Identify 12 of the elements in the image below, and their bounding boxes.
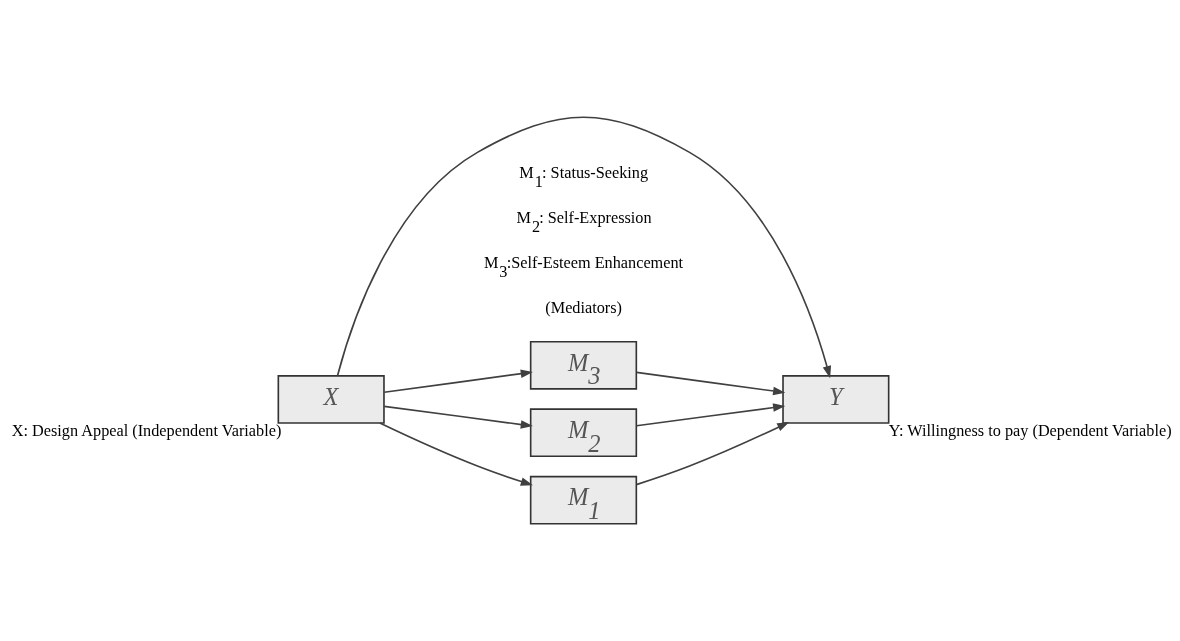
node-label: X: Design Appeal (Independent Variable): [11, 421, 282, 440]
node-box: Y: [782, 375, 890, 424]
node-box: X: [277, 375, 385, 424]
arrow: [635, 422, 790, 486]
label: (Mediators): [545, 299, 623, 318]
arrow: [336, 116, 832, 379]
arrow: [383, 405, 533, 429]
node-label: Y: Willingness to pay (Dependent Variable): [888, 421, 1172, 440]
arrow: [635, 371, 786, 396]
arrow: [379, 422, 533, 486]
arrow: [383, 369, 533, 394]
arrow: [635, 403, 786, 427]
